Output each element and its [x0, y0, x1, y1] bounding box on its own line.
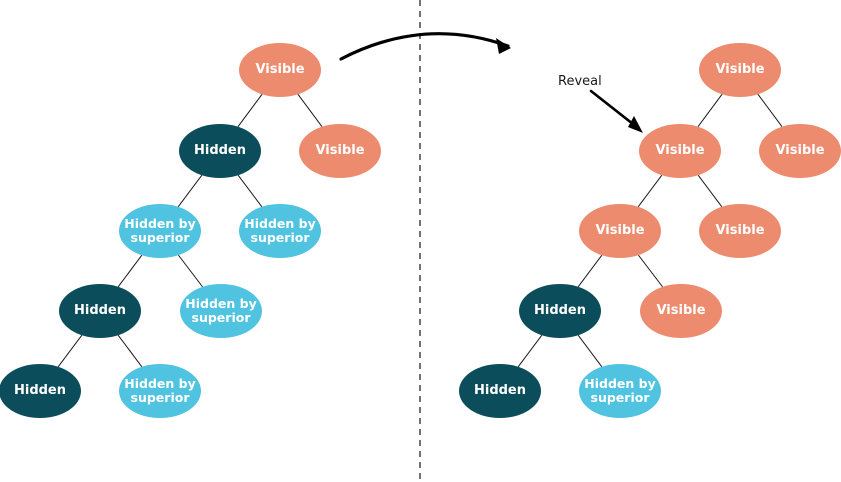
tree-edge — [178, 254, 203, 288]
tree-node-visible[interactable]: Visible — [699, 43, 781, 97]
tree-node-visible[interactable]: Visible — [579, 204, 661, 258]
tree-node-label: Visible — [315, 142, 365, 158]
tree-node-label: Hidden — [473, 382, 527, 398]
tree-edge — [757, 93, 783, 128]
tree-node-hidden[interactable]: Hidden — [179, 124, 261, 178]
tree-edge — [517, 334, 543, 368]
tree-edge — [237, 174, 263, 208]
tree-node-hidden-by-superior[interactable]: Hidden by superior — [119, 204, 201, 258]
tree-node-visible[interactable]: Visible — [699, 204, 781, 258]
tree-edge — [577, 334, 603, 368]
tree-node-label: Visible — [715, 222, 765, 238]
tree-edge — [577, 254, 603, 288]
tree-node-hidden[interactable]: Hidden — [459, 364, 541, 418]
tree-node-label: Visible — [655, 142, 705, 158]
tree-node-label: Visible — [255, 61, 305, 77]
tree-edge — [57, 334, 83, 368]
tree-node-label: Hidden by superior — [244, 216, 316, 245]
tree-node-visible[interactable]: Visible — [640, 284, 722, 338]
tree-node-visible[interactable]: Visible — [759, 124, 841, 178]
tree-node-hidden-by-superior[interactable]: Hidden by superior — [180, 284, 262, 338]
tree-node-label: Hidden by superior — [584, 376, 656, 405]
tree-node-label: Visible — [656, 302, 706, 318]
reveal-arrow — [589, 89, 640, 130]
tree-node-hidden[interactable]: Hidden — [0, 364, 81, 418]
reveal-annotation-label: Reveal — [558, 74, 602, 89]
tree-edge — [697, 93, 723, 128]
tree-node-hidden[interactable]: Hidden — [519, 284, 601, 338]
tree-edge — [237, 93, 263, 128]
tree-node-label: Hidden — [193, 142, 247, 158]
tree-edge — [638, 254, 663, 288]
tree-node-hidden-by-superior[interactable]: Hidden by superior — [239, 204, 321, 258]
tree-edge — [177, 174, 203, 208]
reveal-arrow-head — [628, 116, 643, 133]
tree-edge — [637, 174, 663, 208]
tree-node-hidden-by-superior[interactable]: Hidden by superior — [579, 364, 661, 418]
tree-node-visible[interactable]: Visible — [239, 43, 321, 97]
tree-edge — [697, 174, 723, 208]
tree-edge — [117, 254, 143, 288]
tree-node-label: Hidden — [73, 302, 127, 318]
tree-node-hidden[interactable]: Hidden — [59, 284, 141, 338]
transition-arrow — [339, 32, 510, 61]
tree-node-visible[interactable]: Visible — [639, 124, 721, 178]
tree-edge — [297, 93, 323, 128]
tree-node-label: Hidden by superior — [124, 216, 196, 245]
tree-node-label: Visible — [775, 142, 825, 158]
tree-node-hidden-by-superior[interactable]: Hidden by superior — [119, 364, 201, 418]
tree-node-label: Hidden by superior — [124, 376, 196, 405]
tree-node-label: Visible — [715, 61, 765, 77]
tree-node-label: Visible — [595, 222, 645, 238]
tree-node-label: Hidden — [533, 302, 587, 318]
transition-arrow-head — [496, 38, 511, 54]
tree-edge — [117, 334, 143, 368]
tree-node-label: Hidden by superior — [185, 296, 257, 325]
tree-node-label: Hidden — [13, 382, 67, 398]
tree-node-visible[interactable]: Visible — [299, 124, 381, 178]
